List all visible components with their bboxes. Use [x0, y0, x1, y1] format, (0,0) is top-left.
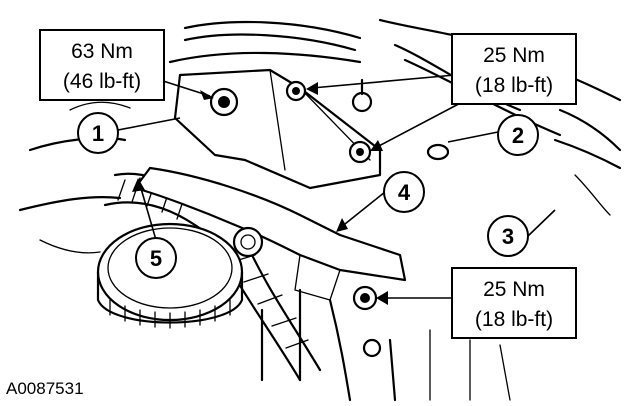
round-grommet	[232, 226, 264, 258]
upper-bracket	[173, 68, 382, 190]
callout-5: 5	[135, 237, 177, 279]
bolt-item3	[352, 285, 378, 311]
callout-number: 4	[398, 180, 411, 205]
callout-number: 5	[150, 246, 162, 271]
torque-nm-text: 63 Nm	[71, 40, 133, 63]
torque-label-25nm-lower: 25 Nm (18 lb-ft)	[451, 267, 577, 339]
leader-lines	[117, 74, 556, 305]
nut-upper-right	[285, 80, 307, 102]
torque-label-63nm: 63 Nm (46 lb-ft)	[39, 29, 165, 101]
callout-number: 3	[502, 224, 514, 249]
torque-nm-text: 25 Nm	[483, 44, 545, 67]
bolt-lower	[362, 338, 382, 358]
bolt-63nm	[209, 87, 239, 117]
torque-label-25nm-upper: 25 Nm (18 lb-ft)	[451, 33, 577, 105]
figure-id: A0087531	[6, 379, 84, 398]
callout-1: 1	[77, 112, 119, 154]
small-hole-right	[426, 143, 450, 161]
callout-number: 1	[92, 121, 104, 146]
callout-4: 4	[383, 171, 425, 213]
stud-right	[351, 78, 373, 113]
torque-nm-text: 25 Nm	[483, 278, 545, 301]
torque-lbft-text: (46 lb-ft)	[63, 70, 141, 93]
callout-number: 2	[512, 123, 524, 148]
callout-2: 2	[497, 114, 539, 156]
reservoir-cap	[96, 222, 244, 329]
nut-lower-right	[348, 140, 372, 164]
callout-3: 3	[487, 215, 529, 257]
torque-lbft-text: (18 lb-ft)	[475, 308, 553, 331]
torque-lbft-text: (18 lb-ft)	[475, 74, 553, 97]
lower-arm-bracket	[133, 166, 407, 301]
